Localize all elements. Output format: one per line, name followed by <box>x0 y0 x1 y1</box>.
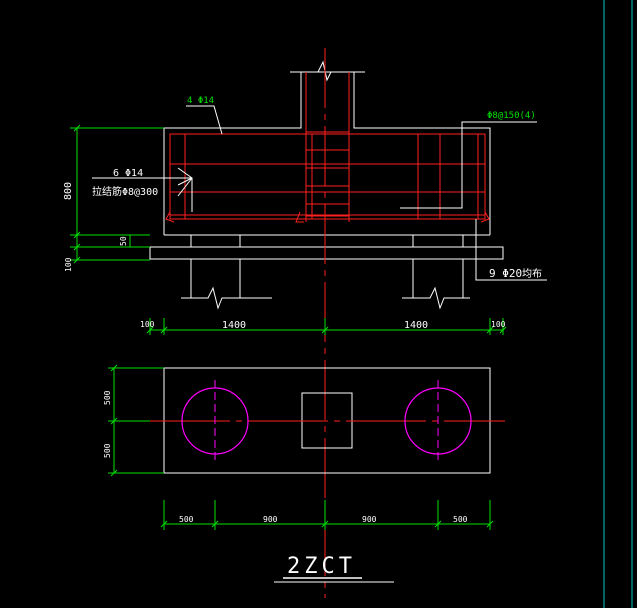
dim-edge-left: 100 <box>140 320 155 329</box>
drawing-title-block: 2ZCT <box>274 554 394 583</box>
plan-vertical-dimensions <box>108 364 164 477</box>
pile-right <box>412 234 464 247</box>
elevation-vertical-dimensions <box>70 124 164 264</box>
drawing-frame <box>603 0 633 608</box>
pile-left <box>190 234 241 247</box>
dim-span-left: 1400 <box>222 320 246 331</box>
dim-plan-d4: 500 <box>453 515 468 524</box>
elevation-horizontal-dimensions <box>146 318 507 335</box>
leader-lines <box>92 105 547 281</box>
dim-height: 800 <box>63 182 74 200</box>
dim-plan-lower: 500 <box>103 443 112 458</box>
pile-right-break <box>402 286 470 310</box>
label-bottom-bar-note: 均布 <box>522 268 542 280</box>
dim-plan-d2: 900 <box>263 515 278 524</box>
label-bottom-bar: 9 Φ20 <box>489 267 522 280</box>
plan-view: 500 500 500 900 900 500 <box>103 364 505 530</box>
label-stirrup: Φ8@150(4) <box>487 111 536 121</box>
elevation-view: 4 Φ14 Φ8@150(4) 6 Φ14 拉结筋Φ8@300 9 Φ20 均布… <box>63 48 547 598</box>
cushion-pad <box>149 246 504 260</box>
label-side-bar: 6 Φ14 <box>113 168 143 179</box>
pile-cap-outline <box>163 71 491 235</box>
dim-pad: 100 <box>64 257 73 272</box>
dim-cover: 50 <box>119 236 128 246</box>
plan-horizontal-dimensions <box>160 500 494 530</box>
dim-edge-right: 100 <box>491 320 506 329</box>
dim-plan-d3: 900 <box>362 515 377 524</box>
label-tie-bar: 拉结筋Φ8@300 <box>92 185 158 198</box>
dim-plan-upper: 500 <box>103 390 112 405</box>
pile-left-break <box>181 286 272 310</box>
dim-span-right: 1400 <box>404 320 428 331</box>
rebar-cage <box>165 72 490 223</box>
label-top-bar: 4 Φ14 <box>187 96 214 106</box>
drawing-title: 2ZCT <box>287 554 356 579</box>
dim-plan-d1: 500 <box>179 515 194 524</box>
